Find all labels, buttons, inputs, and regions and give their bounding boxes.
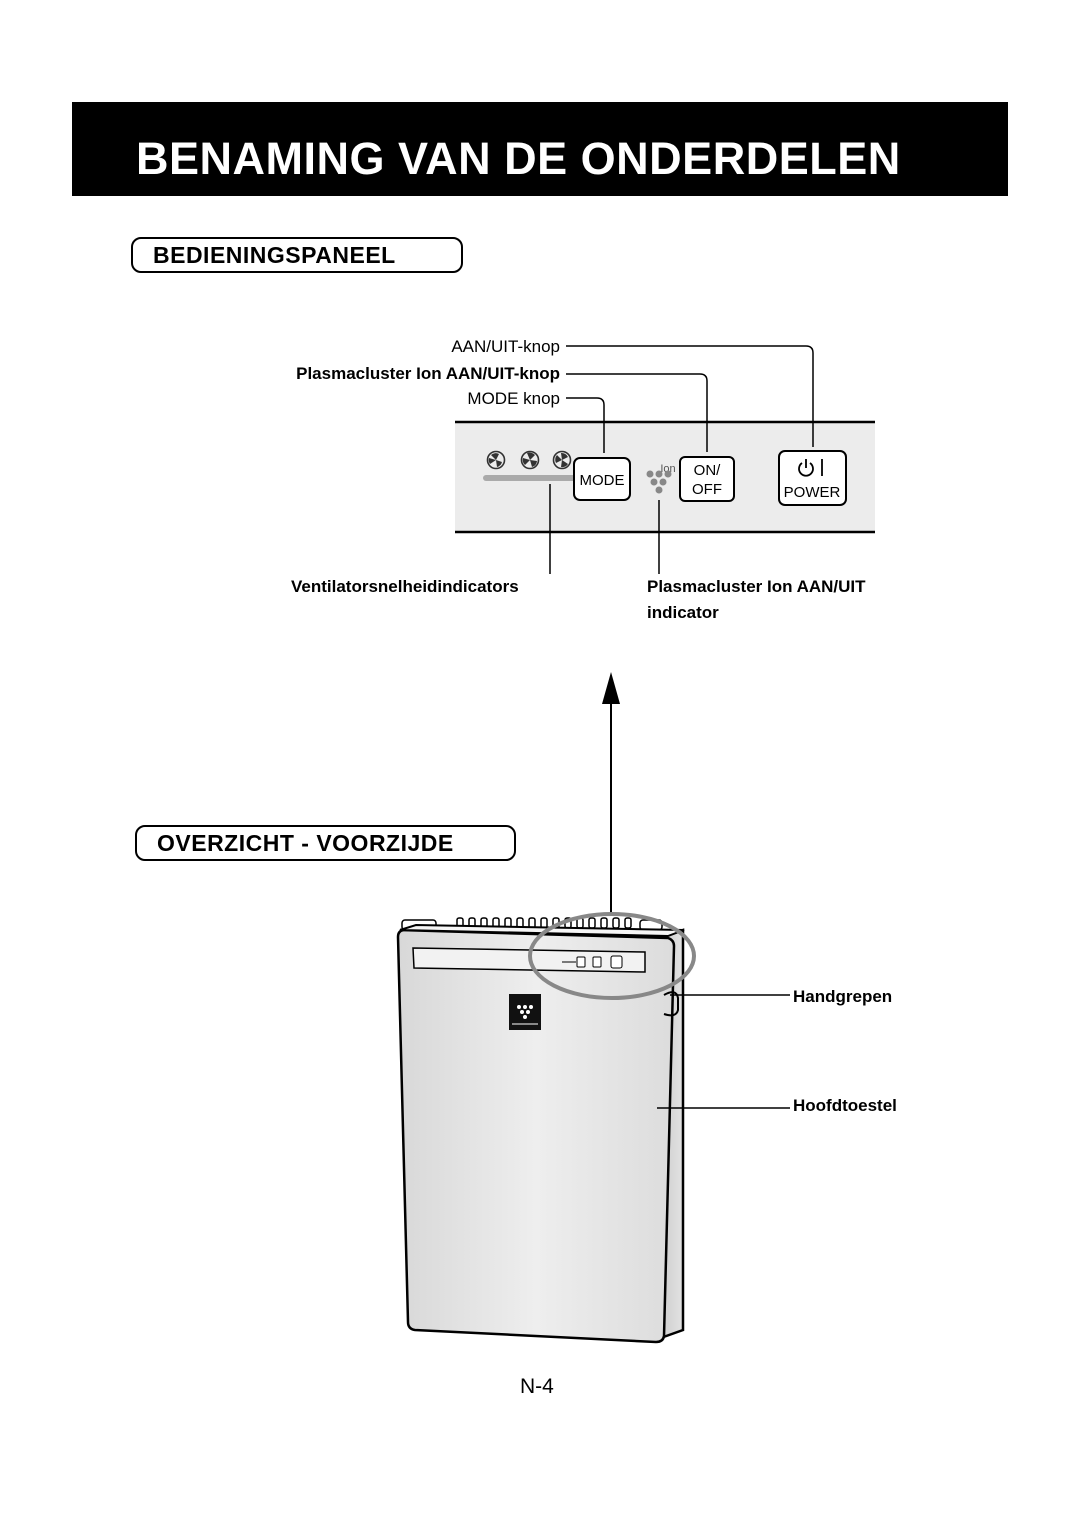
leader-on-off-button	[566, 345, 814, 447]
page-title: BENAMING VAN DE ONDERDELEN	[136, 133, 901, 184]
label-mode-button: MODE knop	[467, 389, 560, 408]
unit-top-surface	[399, 923, 685, 938]
on-off-button: ON/ OFF	[679, 456, 735, 502]
control-panel-diagram: MODE Ion ON/ OFF POWER	[455, 420, 875, 534]
label-fan-speed-indicators: Ventilatorsnelheidindicators	[291, 577, 519, 596]
on-off-label-line1: ON/	[694, 462, 722, 479]
mode-button-label: MODE	[580, 472, 625, 489]
label-handles: Handgrepen	[793, 987, 893, 1006]
unit-front-body	[396, 928, 676, 1344]
unit-leader-lines	[657, 994, 790, 1109]
ion-label: Ion	[660, 463, 675, 475]
page-number: N-4	[520, 1375, 554, 1398]
plasmacluster-logo	[509, 994, 541, 1030]
section-title-control-panel: BEDIENINGSPANEEL	[153, 242, 396, 268]
leader-plasmacluster-button	[566, 373, 708, 452]
label-plasmacluster-indicator-line1: Plasmacluster Ion AAN/UIT	[647, 577, 866, 596]
fan-medium-icon	[520, 450, 540, 470]
plasmacluster-icon: Ion	[646, 463, 676, 494]
leader-lines	[549, 345, 814, 574]
mode-button: MODE	[573, 457, 631, 501]
section-tab-control-panel: BEDIENINGSPANEEL	[131, 237, 463, 273]
label-plasmacluster-indicator-line2: indicator	[647, 603, 719, 622]
power-button-label: POWER	[784, 484, 841, 501]
panel-highlight-circle	[528, 912, 696, 1000]
title-bar: BENAMING VAN DE ONDERDELEN	[72, 102, 1008, 196]
power-button: POWER	[778, 450, 847, 506]
leader-mode-button	[566, 397, 605, 453]
section-title-front-overview: OVERZICHT - VOORZIJDE	[157, 830, 454, 856]
arrow-up-icon	[602, 672, 620, 914]
unit-panel-mini	[562, 955, 623, 969]
unit-handle	[663, 991, 679, 1017]
fan-high-icon	[552, 450, 572, 470]
section-tab-front-overview: OVERZICHT - VOORZIJDE	[135, 825, 516, 861]
label-main-unit: Hoofdtoestel	[793, 1096, 897, 1115]
power-icon	[798, 459, 814, 477]
on-off-label-line2: OFF	[692, 481, 722, 498]
fan-low-icon	[486, 450, 506, 470]
air-purifier-drawing	[396, 912, 696, 1344]
label-on-off-button: AAN/UIT-knop	[451, 337, 560, 356]
label-plasmacluster-button: Plasmacluster Ion AAN/UIT-knop	[296, 364, 560, 383]
